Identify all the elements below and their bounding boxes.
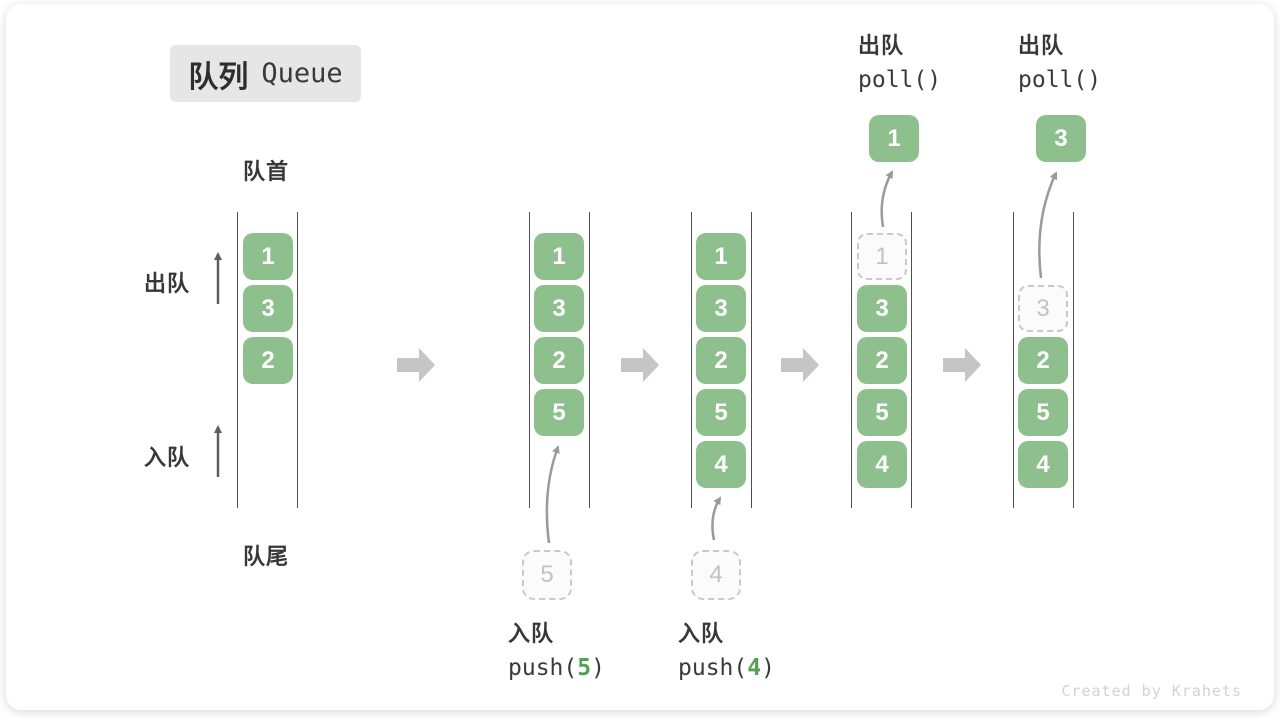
push5-fn: push( — [508, 655, 578, 681]
push4-close: ) — [761, 655, 775, 681]
push5-zh: 入队 — [508, 621, 555, 646]
title-zh: 队列 — [188, 60, 249, 94]
queue-rail-1 — [237, 212, 298, 508]
queue-cell: 1 — [696, 233, 746, 280]
rear-label: 队尾 — [243, 544, 290, 569]
title-badge: 队列 Queue — [170, 45, 361, 102]
watermark: Created by Krahets — [1061, 682, 1242, 700]
queue-cell: 2 — [857, 337, 907, 384]
queue-cell: 5 — [534, 389, 584, 436]
queue-rail-2 — [529, 212, 590, 508]
poll1-op-label: 出队 poll() — [858, 28, 941, 98]
poll2-zh: 出队 — [1018, 33, 1065, 58]
push5-arg: 5 — [577, 655, 592, 681]
polled-cell: 1 — [869, 115, 919, 162]
queue-cell: 4 — [696, 441, 746, 488]
push4-op-label: 入队 push(4) — [678, 616, 775, 686]
queue-cell: 3 — [534, 285, 584, 332]
queue-cell: 3 — [243, 285, 293, 332]
queue-rail-4 — [851, 212, 912, 508]
queue-cell: 2 — [1018, 337, 1068, 384]
queue-rail-5 — [1013, 212, 1074, 508]
queue-cell: 3 — [696, 285, 746, 332]
queue-cell: 4 — [857, 441, 907, 488]
title-en: Queue — [261, 58, 343, 89]
poll2-code: poll() — [1018, 67, 1102, 93]
queue-cell: 2 — [243, 337, 293, 384]
dequeue-side-label: 出队 — [144, 271, 191, 296]
push5-op-label: 入队 push(5) — [508, 616, 605, 686]
enqueue-side-label: 入队 — [144, 445, 191, 470]
push4-arg: 4 — [747, 655, 762, 681]
poll1-code: poll() — [858, 67, 942, 93]
push4-zh: 入队 — [678, 621, 725, 646]
queue-cell: 4 — [1018, 441, 1068, 488]
staged-cell: 4 — [691, 550, 741, 600]
queue-rail-3 — [691, 212, 752, 508]
staged-cell: 5 — [522, 550, 572, 600]
push4-code: push(4) — [678, 651, 775, 686]
diagram-card — [6, 4, 1274, 710]
queue-cell: 5 — [696, 389, 746, 436]
queue-cell: 2 — [696, 337, 746, 384]
queue-cell: 2 — [534, 337, 584, 384]
queue-cell: 5 — [857, 389, 907, 436]
push5-code: push(5) — [508, 651, 605, 686]
queue-cell: 1 — [243, 233, 293, 280]
poll2-op-label: 出队 poll() — [1018, 28, 1101, 98]
polled-cell: 3 — [1036, 115, 1086, 162]
poll1-zh: 出队 — [858, 33, 905, 58]
removed-cell-ghost: 1 — [857, 233, 907, 280]
front-label: 队首 — [243, 159, 290, 184]
push5-close: ) — [591, 655, 605, 681]
push4-fn: push( — [678, 655, 748, 681]
queue-cell: 3 — [857, 285, 907, 332]
queue-cell: 5 — [1018, 389, 1068, 436]
queue-cell: 1 — [534, 233, 584, 280]
removed-cell-ghost: 3 — [1018, 285, 1068, 332]
